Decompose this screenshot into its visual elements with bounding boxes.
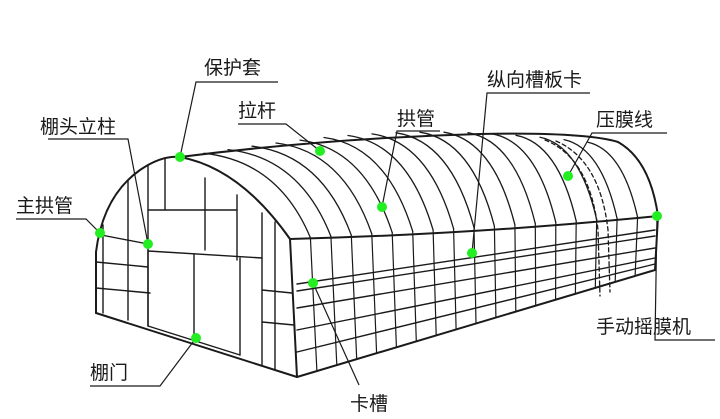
marker-manual-film-roller bbox=[652, 211, 662, 221]
roof-arch-pipe bbox=[251, 145, 352, 236]
roof-arch-pipe bbox=[419, 131, 496, 227]
marker-arch-pipe bbox=[377, 202, 387, 212]
marker-shed-door bbox=[191, 333, 201, 343]
roof-arch-pipe bbox=[299, 139, 393, 234]
marker-main-arch-pipe bbox=[95, 228, 105, 238]
roof-arch-pipe bbox=[587, 141, 639, 218]
front-base bbox=[95, 312, 298, 378]
marker-end-post bbox=[143, 239, 153, 249]
ridge-line bbox=[179, 132, 659, 271]
eave-line bbox=[289, 215, 659, 240]
film-press-wire-lines bbox=[544, 139, 611, 297]
roof-arch-pipe bbox=[227, 148, 332, 238]
side-wall-post bbox=[309, 237, 318, 372]
leader-manual-film-roller bbox=[654, 215, 715, 341]
roof-arch-pipe bbox=[275, 142, 373, 235]
marker-film-press-wire bbox=[563, 171, 573, 181]
marker-longitudinal-channel-clip bbox=[467, 248, 477, 258]
leader-clip-channel bbox=[312, 282, 360, 386]
side-wall-post bbox=[391, 232, 397, 348]
roof-arch-pipe bbox=[467, 132, 536, 225]
leader-shed-door bbox=[90, 337, 197, 387]
roof-arch-pipe bbox=[491, 133, 557, 224]
label-longitudinal-channel-clip: 纵向槽板卡 bbox=[487, 69, 582, 91]
label-film-press-wire: 压膜线 bbox=[596, 109, 653, 131]
greenhouse-frame bbox=[95, 131, 659, 378]
side-wall-rails bbox=[296, 229, 656, 353]
leader-protective-cover bbox=[179, 81, 278, 158]
marker-tie-rod bbox=[315, 146, 325, 156]
label-main-arch-pipe: 主拱管 bbox=[16, 195, 73, 217]
side-wall-post bbox=[614, 218, 618, 283]
roof-arch-pipe bbox=[203, 152, 312, 239]
side-wall-post bbox=[412, 230, 417, 342]
label-manual-film-roller: 手动摇膜机 bbox=[596, 316, 691, 338]
side-wall-post bbox=[453, 228, 457, 330]
main-arch bbox=[95, 155, 298, 378]
label-end-post: 棚头立柱 bbox=[40, 116, 116, 138]
label-clip-channel: 卡槽 bbox=[350, 393, 388, 415]
side-wall-post bbox=[330, 235, 338, 366]
roof-arch-pipes bbox=[203, 131, 639, 239]
roof-arch-pipe bbox=[323, 136, 414, 232]
end-wall-columns bbox=[102, 157, 276, 371]
marker-clip-channel bbox=[308, 278, 318, 288]
leader-longitudinal-channel-clip bbox=[471, 92, 590, 254]
label-arch-pipe: 拱管 bbox=[397, 108, 435, 130]
side-wall-post bbox=[634, 216, 639, 277]
leader-lines bbox=[16, 81, 715, 387]
leader-arch-pipe bbox=[381, 130, 440, 208]
end-wall-rails bbox=[95, 209, 295, 326]
roof-arch-pipe bbox=[563, 138, 618, 220]
marker-protective-cover bbox=[175, 152, 185, 162]
side-wall-post bbox=[514, 224, 517, 313]
leader-end-post bbox=[48, 138, 149, 245]
side-wall-post bbox=[371, 233, 378, 354]
label-protective-cover: 保护套 bbox=[204, 57, 261, 79]
roof-arch-pipe bbox=[347, 134, 434, 231]
label-tie-rod: 拉杆 bbox=[238, 100, 276, 122]
label-shed-door: 棚门 bbox=[90, 362, 128, 384]
roof-arch-pipe bbox=[395, 132, 475, 229]
leader-film-press-wire bbox=[567, 132, 667, 177]
side-wall-post bbox=[574, 220, 577, 295]
side-wall-post bbox=[432, 229, 437, 336]
leader-tie-rod bbox=[238, 123, 321, 152]
roof-arch-pipe bbox=[371, 133, 455, 230]
roof-arch-pipe bbox=[515, 134, 577, 222]
side-wall-post bbox=[493, 225, 497, 319]
roof-arch-pipe bbox=[443, 131, 516, 226]
leader-main-arch-pipe bbox=[16, 218, 101, 234]
labels: 保护套 拉杆 棚头立柱 拱管 纵向槽板卡 压膜线 主拱管 手动摇膜机 棚门 卡槽 bbox=[16, 57, 691, 415]
markers bbox=[95, 146, 662, 343]
side-wall-post bbox=[350, 234, 358, 360]
side-wall-post bbox=[594, 219, 598, 289]
